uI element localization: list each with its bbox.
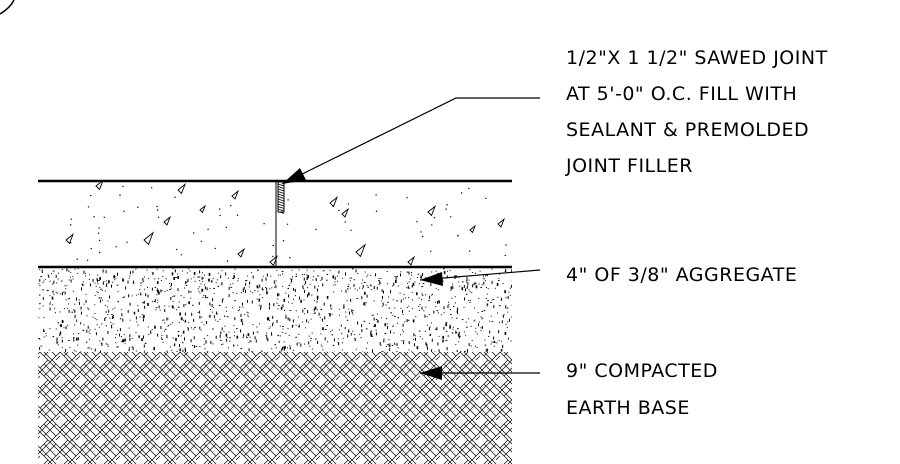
joint-sealant bbox=[277, 181, 285, 213]
callout-aggregate: 4" OF 3/8" AGGREGATE bbox=[566, 264, 797, 286]
detail-bubble-arc bbox=[0, 0, 15, 15]
callout-joint: 1/2"X 1 1/2" SAWED JOINT AT 5'-0" O.C. F… bbox=[565, 47, 828, 177]
aggregate-hatch bbox=[38, 268, 512, 352]
callout-earth: 9" COMPACTED EARTH BASE bbox=[566, 360, 718, 419]
callout-joint-line-2: AT 5'-0" O.C. FILL WITH bbox=[566, 83, 797, 105]
joint-sealant-hatch bbox=[277, 183, 285, 214]
arrowhead-earth bbox=[420, 366, 442, 380]
callout-earth-line-2: EARTH BASE bbox=[566, 397, 690, 419]
leader-joint bbox=[281, 97, 540, 185]
aggregate-layer bbox=[38, 268, 512, 352]
leader-earth bbox=[420, 366, 540, 380]
callout-earth-line-1: 9" COMPACTED bbox=[566, 360, 718, 382]
callout-joint-line-4: JOINT FILLER bbox=[565, 155, 693, 177]
callout-joint-line-3: SEALANT & PREMOLDED bbox=[566, 119, 809, 141]
arrowhead-joint bbox=[282, 168, 306, 184]
slab-hatch bbox=[65, 181, 507, 267]
sawed-joint bbox=[275, 181, 285, 267]
concrete-slab bbox=[38, 179, 512, 267]
arrowhead-aggregate bbox=[420, 272, 443, 286]
callout-aggregate-line-1: 4" OF 3/8" AGGREGATE bbox=[566, 264, 797, 286]
callout-joint-line-1: 1/2"X 1 1/2" SAWED JOINT bbox=[566, 47, 828, 69]
leader-aggregate bbox=[419, 269, 541, 286]
